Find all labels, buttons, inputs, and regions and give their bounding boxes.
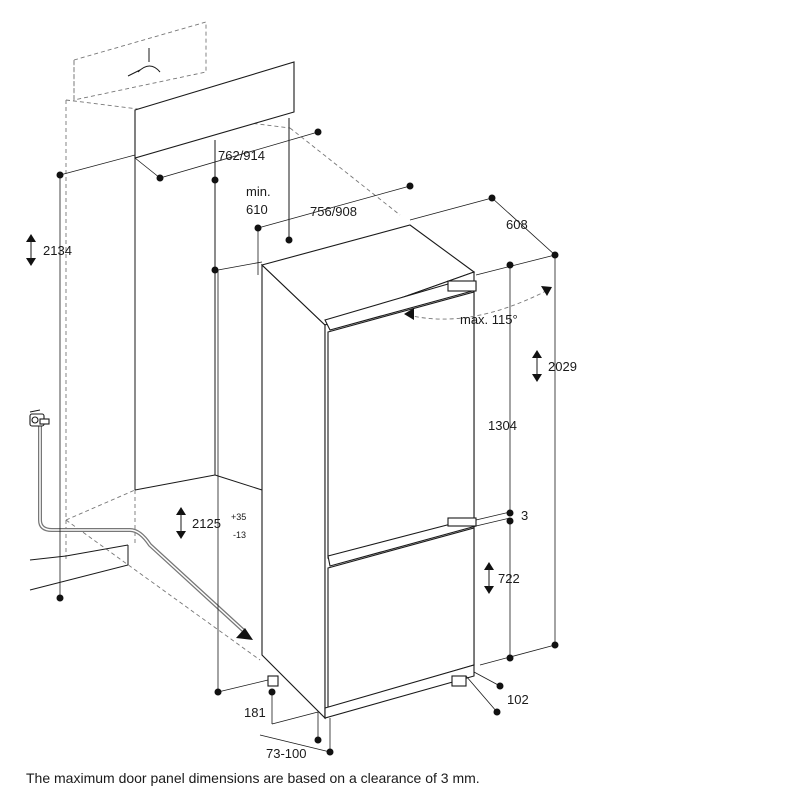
upper-cabinet xyxy=(134,61,295,159)
height-arrow-icon-2134 xyxy=(26,234,36,266)
swing-arrow-left-icon xyxy=(404,308,414,320)
electrical-outlet-box xyxy=(73,21,207,101)
label-niche-height-adj: 2125 xyxy=(192,516,221,531)
swing-arrow-right-icon xyxy=(541,286,552,296)
label-plinth-front: 102 xyxy=(507,692,529,707)
plug-icon xyxy=(137,65,161,73)
label-unit-height: 2029 xyxy=(548,359,577,374)
label-upper-door: 1304 xyxy=(488,418,517,433)
dimension-dots xyxy=(56,128,559,756)
label-tol-minus: -13 xyxy=(233,530,246,540)
label-niche-height: 2134 xyxy=(43,243,72,258)
water-tap-icon xyxy=(29,409,50,427)
height-arrow-icon-722 xyxy=(484,562,494,594)
label-min: min. xyxy=(246,184,271,199)
refrigerator xyxy=(260,224,477,720)
dimension-lines xyxy=(59,131,556,753)
label-plinth-depth: 73-100 xyxy=(266,746,306,761)
label-gap: 3 xyxy=(521,508,528,523)
water-supply-hose xyxy=(29,409,253,640)
label-lower-door: 722 xyxy=(498,571,520,586)
height-arrow-icon-2125 xyxy=(176,507,186,539)
label-plinth-side: 181 xyxy=(244,705,266,720)
label-niche-depth-ext: 762/914 xyxy=(218,148,265,163)
label-door-angle: max. 115° xyxy=(460,312,518,327)
label-tol-plus: +35 xyxy=(231,512,246,522)
height-arrow-icon-2029 xyxy=(532,350,542,382)
label-unit-depth: 608 xyxy=(506,217,528,232)
flow-arrow-icon xyxy=(236,628,253,640)
label-niche-depth-int: 756/908 xyxy=(310,204,357,219)
caption-note: The maximum door panel dimensions are ba… xyxy=(26,770,480,786)
label-min-value: 610 xyxy=(246,202,268,217)
